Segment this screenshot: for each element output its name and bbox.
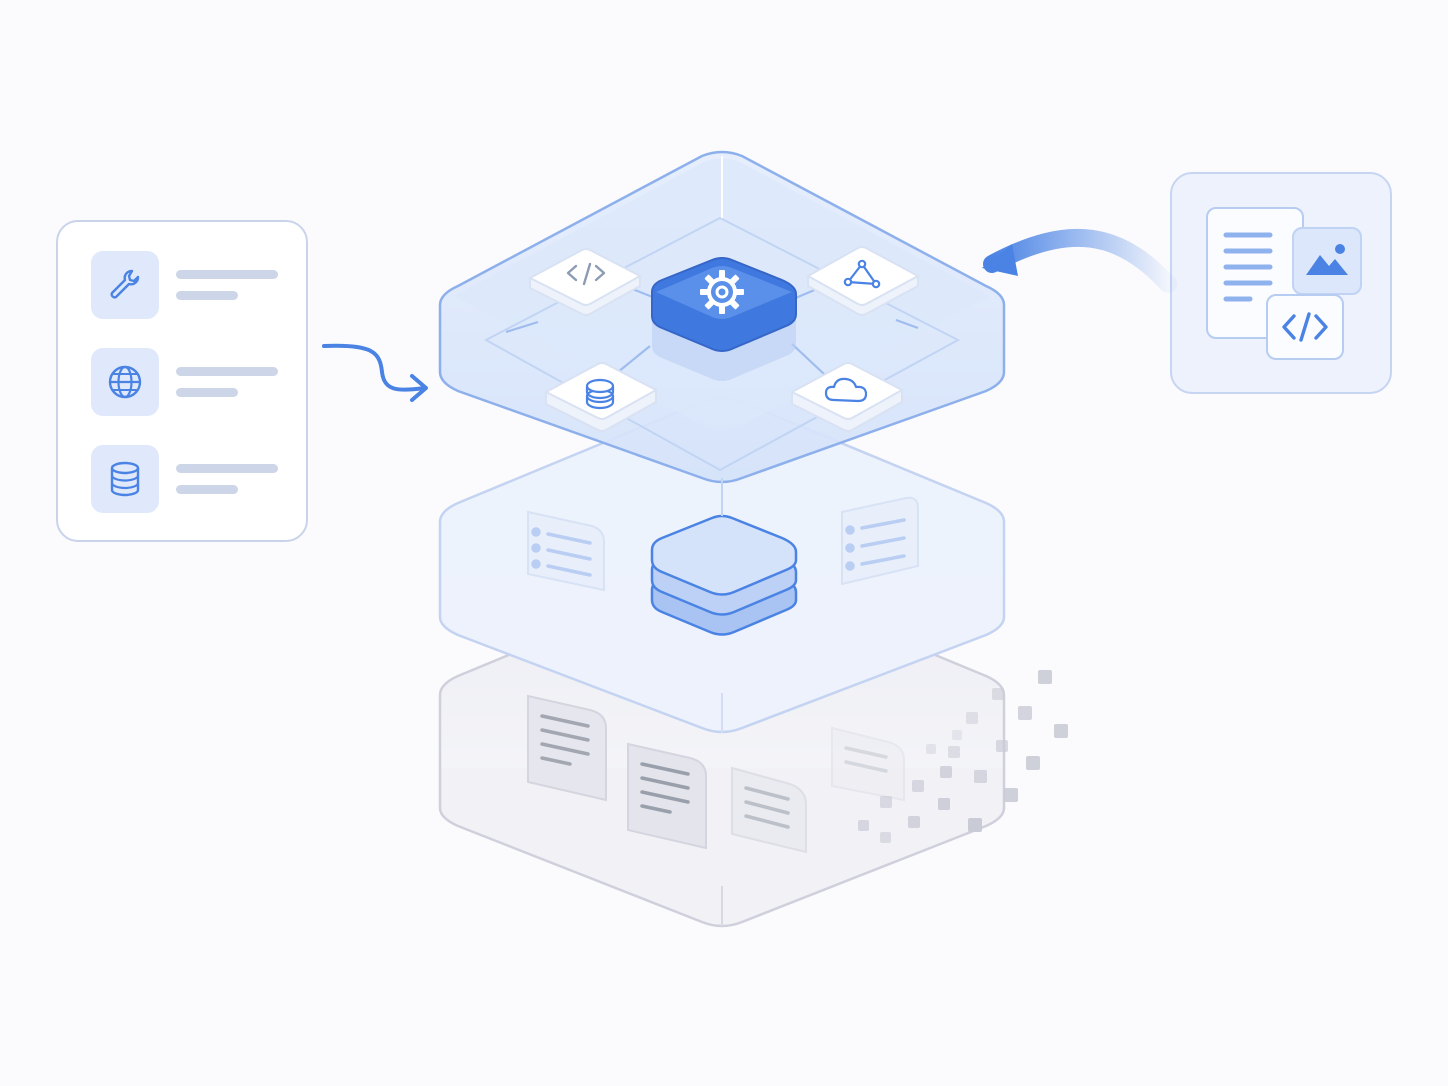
coins-service-tile xyxy=(543,362,659,432)
cloud-icon xyxy=(824,377,868,403)
item-line xyxy=(176,485,238,494)
list-stack-right xyxy=(841,496,919,586)
pixel-dissolve-effect xyxy=(858,670,1068,843)
image-icon xyxy=(1306,244,1348,275)
globe-icon xyxy=(108,365,142,399)
tools-panel xyxy=(56,220,308,542)
item-line xyxy=(176,367,278,376)
code-card xyxy=(1266,294,1344,360)
left-arrow xyxy=(322,343,428,402)
doc-stack-2 xyxy=(627,742,707,850)
document-icon xyxy=(1223,232,1273,302)
doc-stack-1 xyxy=(527,694,607,802)
item-line xyxy=(176,270,278,279)
item-line xyxy=(176,291,238,300)
image-card xyxy=(1292,227,1362,295)
core-layer xyxy=(438,150,1006,516)
doc-stack-3 xyxy=(731,766,807,854)
database-tile xyxy=(91,445,159,513)
code-icon xyxy=(566,262,606,286)
globe-tile xyxy=(91,348,159,416)
item-line xyxy=(176,464,278,473)
code-service-tile xyxy=(527,248,643,316)
network-service-tile xyxy=(805,246,921,316)
gear-icon xyxy=(700,270,744,314)
gear-core-cube xyxy=(651,257,797,381)
list-stack-left xyxy=(527,510,605,592)
right-arrow xyxy=(982,228,1177,293)
code-icon xyxy=(1282,312,1328,342)
wrench-tile xyxy=(91,251,159,319)
doc-stack-4 xyxy=(831,726,905,802)
layer-stack-icon xyxy=(650,514,798,636)
coins-icon xyxy=(585,378,615,410)
database-icon xyxy=(110,461,140,497)
wrench-icon xyxy=(110,269,140,299)
item-line xyxy=(176,388,238,397)
cloud-service-tile xyxy=(789,362,905,432)
network-icon xyxy=(843,259,881,289)
